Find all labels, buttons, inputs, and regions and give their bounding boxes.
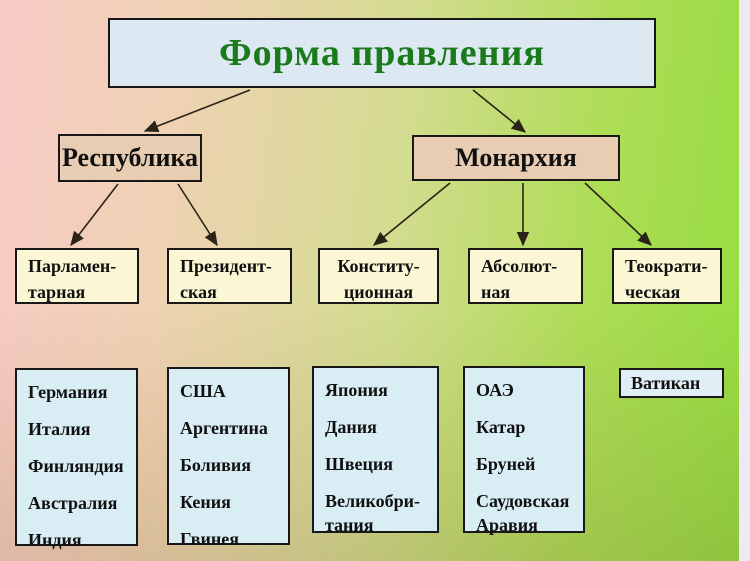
diagram-title: Форма правления bbox=[219, 32, 545, 74]
arrow-root-to-monarchy bbox=[472, 89, 526, 133]
node-republic-label: Республика bbox=[61, 143, 199, 172]
country-list-parliamentary: Германия Италия Финляндия Австралия Инди… bbox=[15, 368, 138, 550]
country-item: Япония bbox=[325, 380, 388, 400]
node-monarchy: Монархия bbox=[412, 135, 620, 181]
arrow-monarchy-to-theocratic bbox=[584, 182, 652, 246]
arrow-republic-to-presidential bbox=[177, 183, 218, 247]
node-presidential: Президент- ская bbox=[167, 248, 292, 304]
country-item: Индия bbox=[28, 530, 82, 550]
arrow-republic-to-parliamentary bbox=[70, 183, 119, 247]
node-absolute: Абсолют- ная bbox=[468, 248, 583, 304]
country-item: Германия bbox=[28, 382, 108, 402]
country-list-theocratic: Ватикан bbox=[619, 368, 724, 398]
node-republic: Республика bbox=[58, 134, 202, 182]
node-theocratic: Теократи- ческая bbox=[612, 248, 722, 304]
country-list-presidential: США Аргентина Боливия Кения Гвинея bbox=[167, 367, 290, 549]
country-item: Финляндия bbox=[28, 456, 124, 476]
country-item: Великобри- тания bbox=[325, 491, 420, 535]
country-item: Дания bbox=[325, 417, 377, 437]
country-item: Австралия bbox=[28, 493, 118, 513]
node-monarchy-label: Монархия bbox=[455, 143, 577, 172]
arrow-monarchy-to-constitutional bbox=[373, 182, 451, 246]
country-item: США bbox=[180, 381, 226, 401]
country-item: Катар bbox=[476, 417, 526, 437]
country-item: ОАЭ bbox=[476, 380, 514, 400]
node-parliamentary: Парламен- тарная bbox=[15, 248, 139, 304]
country-item: Аргентина bbox=[180, 418, 268, 438]
country-item: Кения bbox=[180, 492, 231, 512]
country-list-absolute: ОАЭ Катар Бруней Саудовская Аравия bbox=[463, 366, 585, 535]
right-edge-strip bbox=[739, 0, 750, 561]
country-item: Боливия bbox=[180, 455, 251, 475]
country-item: Саудовская Аравия bbox=[476, 491, 570, 535]
node-constitutional: Конститу- ционная bbox=[318, 248, 439, 304]
node-form-of-government: Форма правления bbox=[108, 18, 656, 88]
country-item: Ватикан bbox=[631, 372, 701, 393]
arrow-root-to-republic bbox=[143, 89, 251, 133]
country-item: Италия bbox=[28, 419, 91, 439]
country-item: Бруней bbox=[476, 454, 536, 474]
country-list-constitutional: Япония Дания Швеция Великобри- тания bbox=[312, 366, 439, 535]
country-item: Гвинея bbox=[180, 529, 239, 549]
country-item: Швеция bbox=[325, 454, 393, 474]
